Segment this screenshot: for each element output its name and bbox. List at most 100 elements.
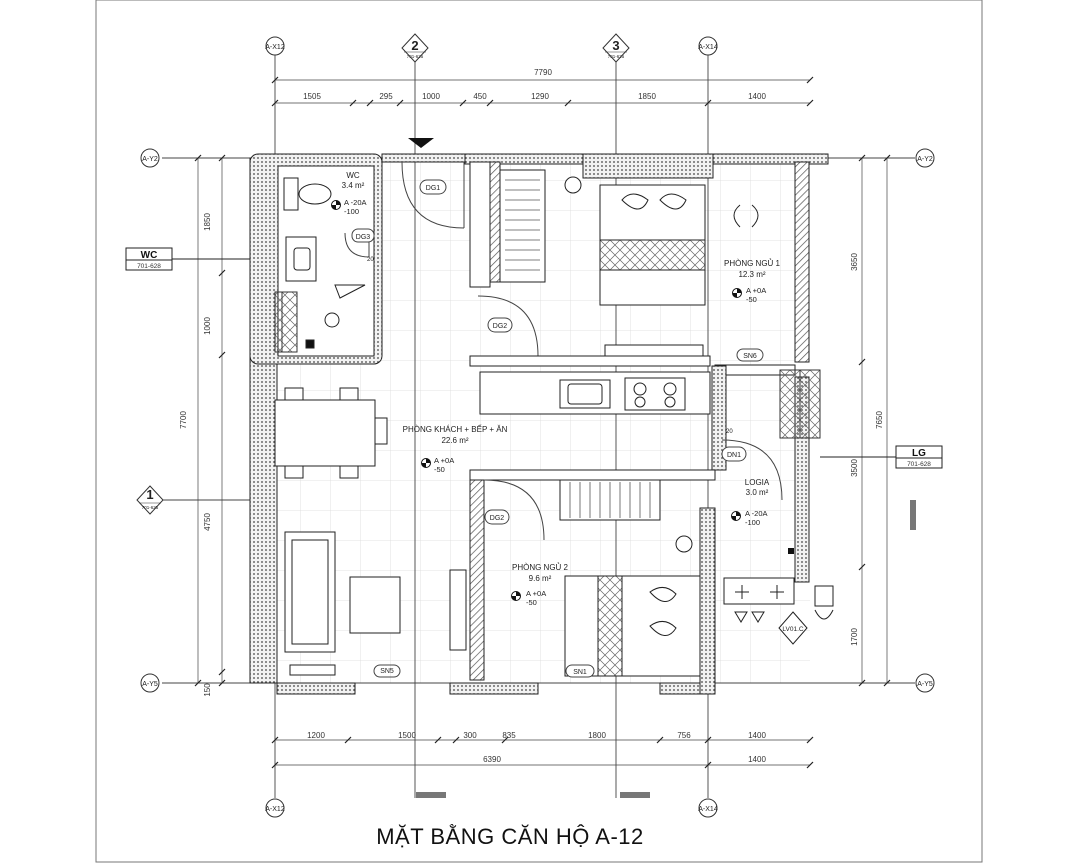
grid-bubble-left-1: 1 701-625 — [136, 485, 164, 515]
dim-bottom-3: 300 — [463, 731, 477, 740]
chair-d — [339, 465, 359, 479]
toilet-bowl — [298, 183, 332, 205]
bedroom2-furniture — [559, 479, 701, 677]
dim-left-4: 150 — [203, 683, 212, 697]
dim-bottom-2: 1500 — [398, 731, 416, 740]
shower-drain-mark — [334, 284, 366, 299]
living-level: A +0A — [434, 456, 454, 465]
door-swing-dg1 — [401, 161, 465, 229]
grid-bubble-top-3: 3 701-625 — [602, 33, 630, 63]
bed-2 — [564, 575, 701, 677]
tv-stand — [449, 569, 467, 651]
grid-bubble-right-y2: A-Y2 — [915, 148, 935, 168]
bedroom2-top-wall — [469, 469, 716, 481]
dim-bottom-5: 1800 — [588, 731, 606, 740]
chair-b — [339, 387, 359, 401]
bedroom2-level: A +0A — [526, 589, 546, 598]
dim-top-7: 1400 — [748, 92, 766, 101]
dim-bottom-right: 1400 — [748, 755, 766, 764]
svg-text:SN6: SN6 — [743, 353, 757, 360]
drain-mark-a — [734, 611, 748, 623]
dining-table — [274, 399, 376, 467]
lv-marker: LV01.C — [778, 611, 808, 645]
door-swing-dg2-a — [477, 295, 539, 357]
section-mark-right — [620, 792, 650, 798]
dimension-lines — [197, 79, 888, 766]
living-level-sub: -50 — [434, 465, 445, 474]
coffee-table — [349, 576, 401, 634]
logia-level-sub: -100 — [745, 518, 760, 527]
dim-right-2: 3500 — [850, 459, 859, 477]
wc-column — [305, 339, 315, 349]
door-tag-dg2-b — [484, 509, 510, 525]
tv-console — [289, 664, 336, 676]
sheet-border — [95, 0, 983, 863]
washing-machine — [814, 585, 834, 607]
wc-basin — [293, 247, 311, 271]
living-furniture — [284, 531, 467, 676]
logia-column — [788, 548, 794, 554]
door-swing-dg2-b — [483, 479, 545, 541]
bedroom2-name: PHÒNG NGỦ 2 — [512, 563, 569, 572]
bedroom1-name: PHÒNG NGỦ 1 — [724, 259, 781, 268]
door-tag-dg1 — [419, 179, 447, 195]
section-mark-left — [416, 792, 446, 798]
svg-text:A-Y2: A-Y2 — [917, 156, 933, 163]
grid-bubble-left-y5: A-Y5 — [140, 673, 160, 693]
svg-text:LV01.C: LV01.C — [782, 626, 804, 633]
svg-text:DG2: DG2 — [493, 323, 508, 330]
bedroom1-level-sub: -50 — [746, 295, 757, 304]
dim-top-total: 7790 — [534, 68, 552, 77]
door-tag-dg3 — [351, 228, 375, 243]
dim-bottom-6: 756 — [677, 731, 691, 740]
bedroom1-level: A +0A — [746, 286, 766, 295]
door-swing-dn1 — [721, 439, 783, 501]
window-tag-sn5: SN5 — [380, 668, 394, 675]
svg-text:DN1: DN1 — [727, 452, 741, 459]
door-tag-dn1 — [721, 446, 747, 462]
living-name: PHÒNG KHÁCH + BẾP + ĂN — [403, 424, 508, 434]
svg-text:LG: LG — [912, 448, 926, 459]
bedroom1-area: 12.3 m² — [738, 270, 765, 279]
grid-bubble-top-x14: A-X14 — [698, 36, 718, 56]
svg-text:701-628: 701-628 — [137, 263, 161, 270]
dim-left-3: 4750 — [203, 513, 212, 531]
faucet-a — [735, 585, 749, 599]
drain-mark-b — [751, 611, 765, 623]
svg-text:2: 2 — [411, 38, 418, 53]
grid-bubble-bottom-x14: A-X14 — [698, 798, 718, 818]
dim-top-2: 295 — [379, 92, 393, 101]
bed-1-blanket — [599, 239, 706, 271]
lamp-2 — [675, 535, 693, 553]
dining-set — [274, 387, 388, 479]
dim-right-total: 7650 — [875, 411, 884, 429]
dim-top-5: 1290 — [531, 92, 549, 101]
dim-right-3: 1700 — [850, 628, 859, 646]
svg-text:1: 1 — [146, 487, 153, 502]
dim-left-1: 1850 — [203, 213, 212, 231]
kitchen — [479, 371, 711, 415]
svg-text:DG3: DG3 — [356, 234, 371, 241]
section-mark-right-side — [910, 500, 916, 530]
svg-text:A-X14: A-X14 — [698, 806, 718, 813]
small-mark-1: 20 — [367, 257, 374, 263]
dim-top-3: 1000 — [422, 92, 440, 101]
tag-lg: LG 701-628 — [820, 445, 943, 469]
chair-c — [284, 465, 304, 479]
dim-top-1: 1505 — [303, 92, 321, 101]
laundry-counter — [723, 577, 795, 605]
logia-name: LOGIA — [745, 478, 770, 487]
dim-bottom-7: 1400 — [748, 731, 766, 740]
grid-bubble-bottom-x12: A-X12 — [265, 798, 285, 818]
svg-text:3: 3 — [612, 38, 619, 53]
lamp-1 — [564, 176, 582, 194]
svg-text:A-Y5: A-Y5 — [917, 681, 933, 688]
door-swing-dg3 — [344, 232, 370, 258]
svg-text:DG2: DG2 — [490, 515, 505, 522]
wc-shaft — [274, 291, 298, 353]
pillow-1a — [621, 193, 649, 210]
wc-level: A -20A — [344, 198, 367, 207]
svg-text:SN1: SN1 — [573, 669, 587, 676]
